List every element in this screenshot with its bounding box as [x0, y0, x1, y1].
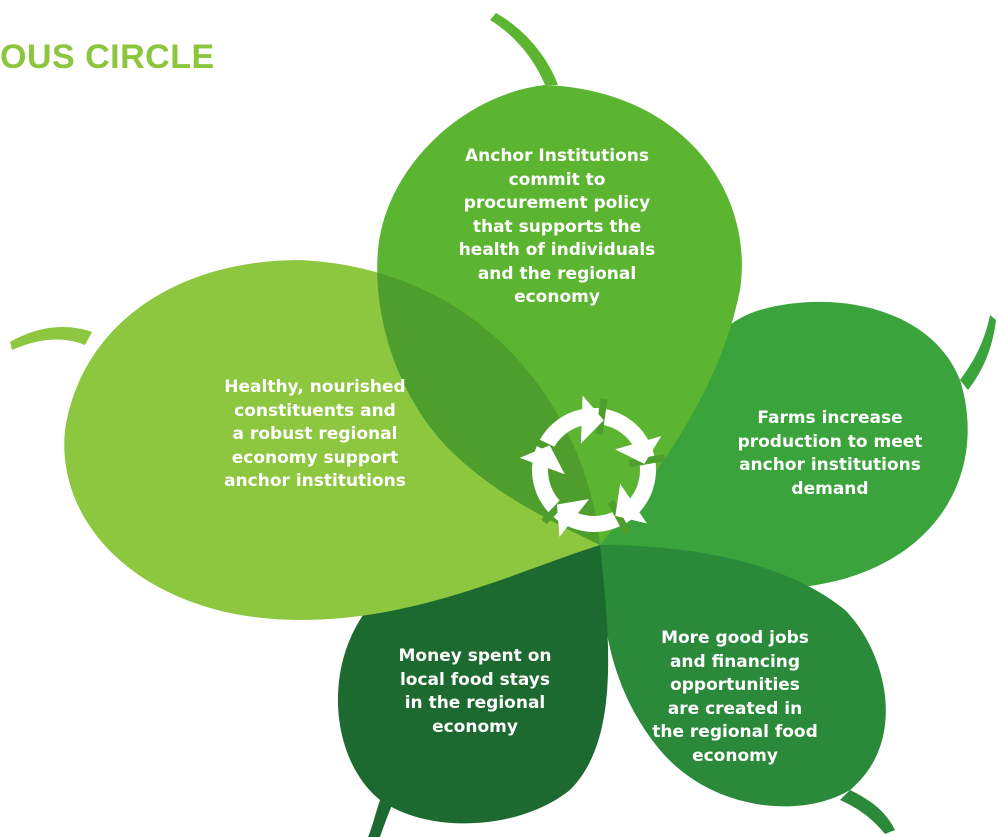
- leaf-text-line: procurement policy: [463, 193, 651, 213]
- diagram-title: OUS CIRCLE: [0, 38, 215, 76]
- leaf-text-line: production to meet: [737, 431, 923, 452]
- leaf-text-line: are created in: [667, 698, 803, 719]
- leaf-text-line: health of individuals: [458, 240, 656, 260]
- leaf-text-line: Anchor Institutions: [464, 146, 649, 166]
- leaf-top-text: Anchor Institutions commit to procurement …: [452, 145, 662, 310]
- leaf-text-line: and financing: [669, 651, 801, 672]
- leaf-text-line: constituents and: [234, 400, 396, 421]
- leaf-text-line: and the regional: [477, 263, 637, 284]
- leaf-bottom-right: [600, 545, 895, 834]
- leaf-text-line: that supports the: [472, 216, 642, 237]
- leaf-left-text: Healthy, nourished constituents and a robu…: [205, 376, 425, 494]
- leaf-text-line: More good jobs: [661, 628, 809, 648]
- leaf-text-line: demand: [791, 478, 869, 499]
- leaf-text-line: economy support: [231, 447, 399, 468]
- leaf-text-line: economy: [514, 287, 600, 307]
- leaf-bottom-right-text: More good jobs and financing opportunities…: [630, 627, 840, 768]
- leaf-text-line: the regional food: [652, 722, 818, 742]
- leaf-right-text: Farms increase production to meet anchor i…: [720, 407, 940, 501]
- leaf-text-line: opportunities: [670, 675, 800, 695]
- leaf-text-line: local food stays: [399, 669, 551, 690]
- leaf-text-line: Farms increase: [757, 408, 903, 428]
- leaf-text-line: anchor institutions: [739, 455, 921, 475]
- leaf-text-line: economy: [692, 745, 778, 766]
- leaf-text-line: anchor institutions: [224, 471, 406, 491]
- leaf-text-line: Healthy, nourished: [224, 377, 406, 397]
- leaf-text-line: in the regional: [404, 693, 546, 713]
- leaf-bottom-left-text: Money spent on local food stays in the reg…: [375, 645, 575, 739]
- leaf-text-line: a robust regional: [232, 424, 398, 444]
- leaf-text-line: commit to: [508, 169, 606, 190]
- leaf-text-line: economy: [432, 716, 518, 737]
- leaf-text-line: Money spent on: [398, 646, 552, 666]
- cycle-arrows-icon: [519, 395, 666, 537]
- leaf-bottom-left: [337, 545, 609, 837]
